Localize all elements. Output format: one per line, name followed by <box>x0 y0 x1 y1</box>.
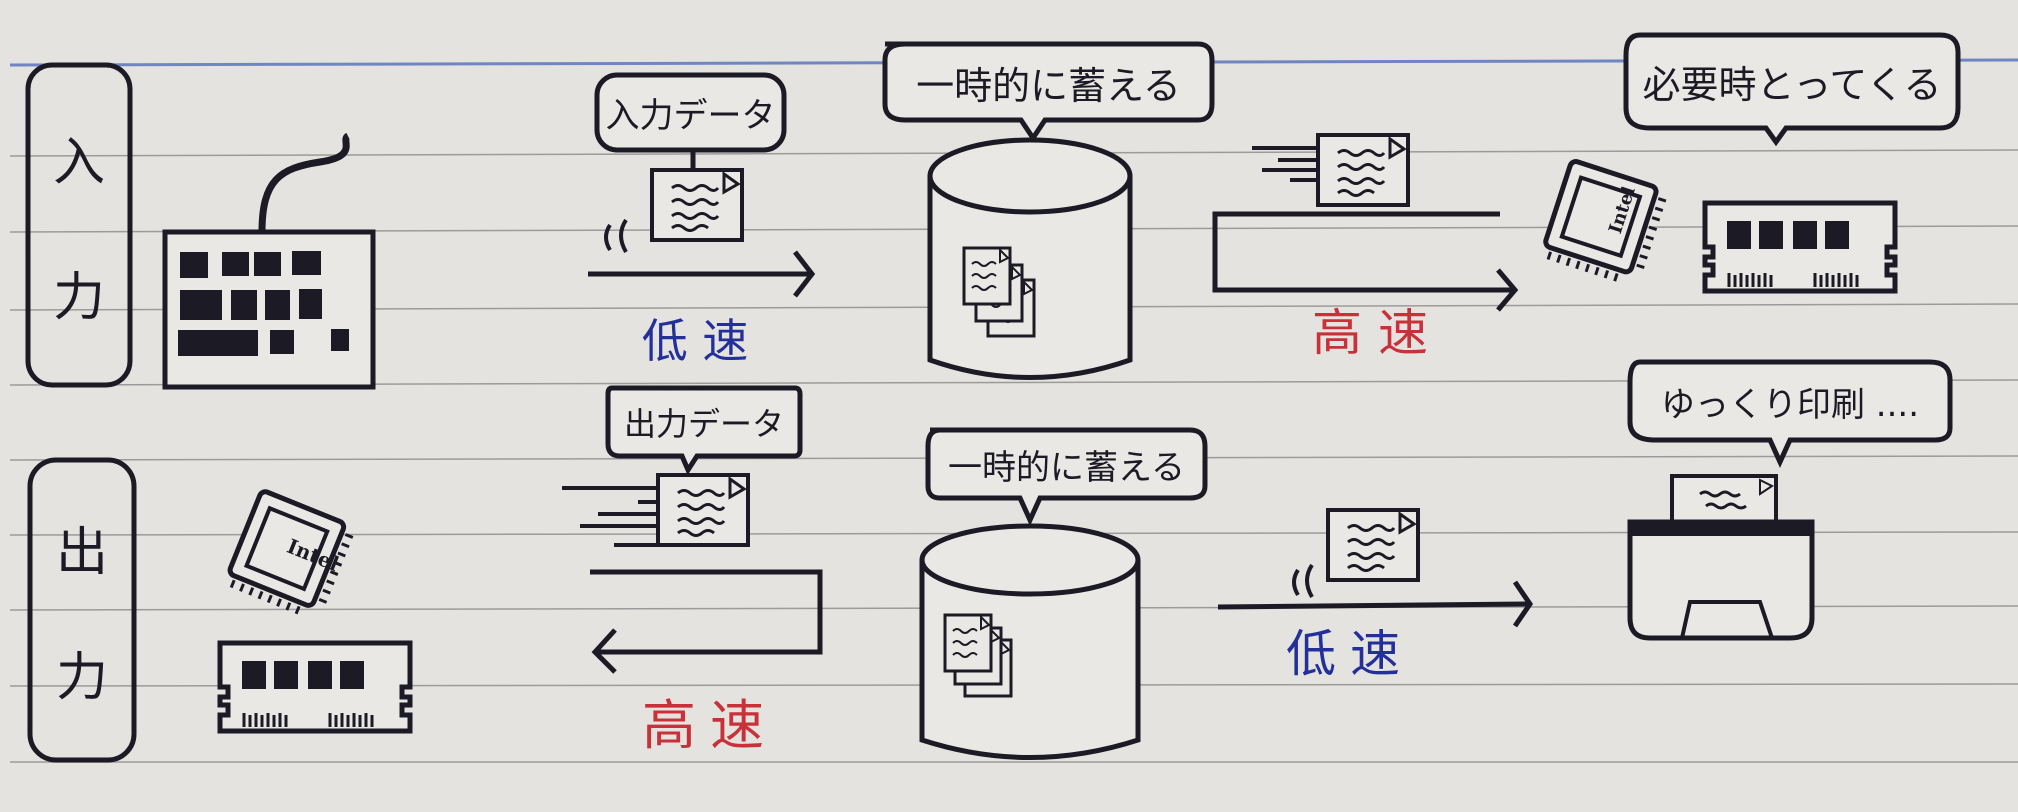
input-speed-slow: 低 速 <box>641 314 749 368</box>
arrow-fast-out <box>590 569 823 674</box>
printer-icon <box>1627 474 1815 641</box>
storage-cylinder-icon-output <box>919 523 1141 760</box>
output-document-icon <box>656 473 750 547</box>
memory-icon-output <box>220 643 410 731</box>
output-data-bubble <box>605 385 803 476</box>
output-speed-fast: 高速 <box>642 693 778 757</box>
input-data-label: 入力データ <box>605 96 776 136</box>
fetch-label: 必要時とってくる <box>1642 63 1942 107</box>
input-side-label-box <box>25 62 133 388</box>
input-side-label: 入 力 <box>28 100 130 350</box>
buffer-label-output: 一時的に蓄える <box>948 447 1185 488</box>
print-label: ゆっくり印刷 .... <box>1660 384 1920 425</box>
output-speed-slow: 低速 <box>1286 625 1414 683</box>
motion-lines-icon <box>1252 146 1318 182</box>
input-char-1: 入 <box>52 133 105 193</box>
input-document-icon <box>650 168 744 242</box>
output-data-label: 出力データ <box>623 405 784 443</box>
arrow-slow-in <box>588 250 816 298</box>
buffer-label-input: 一時的に蓄える <box>916 63 1181 108</box>
output-side-label: 出 力 <box>30 490 134 730</box>
arrow-fast-in <box>1212 211 1519 312</box>
input-speed-fast: 高 速 <box>1312 304 1428 362</box>
slow-document-icon <box>1326 508 1420 582</box>
output-side-label-box <box>27 457 137 763</box>
motion-lines-icon <box>604 218 628 254</box>
output-char-2: 力 <box>55 648 108 708</box>
input-data-bubble <box>594 72 787 170</box>
output-char-1: 出 <box>55 523 108 583</box>
memory-icon <box>1705 203 1895 291</box>
buffer-bubble-output <box>925 427 1208 527</box>
arrow-slow-out <box>1217 580 1534 628</box>
storage-cylinder-icon <box>927 137 1133 380</box>
fetch-bubble <box>1623 32 1961 147</box>
keyboard-icon <box>162 132 376 390</box>
input-char-2: 力 <box>52 268 105 328</box>
motion-lines-icon <box>562 486 658 547</box>
motion-lines-icon <box>1292 563 1314 599</box>
print-bubble <box>1627 359 1953 469</box>
fast-document-icon <box>1316 133 1410 207</box>
